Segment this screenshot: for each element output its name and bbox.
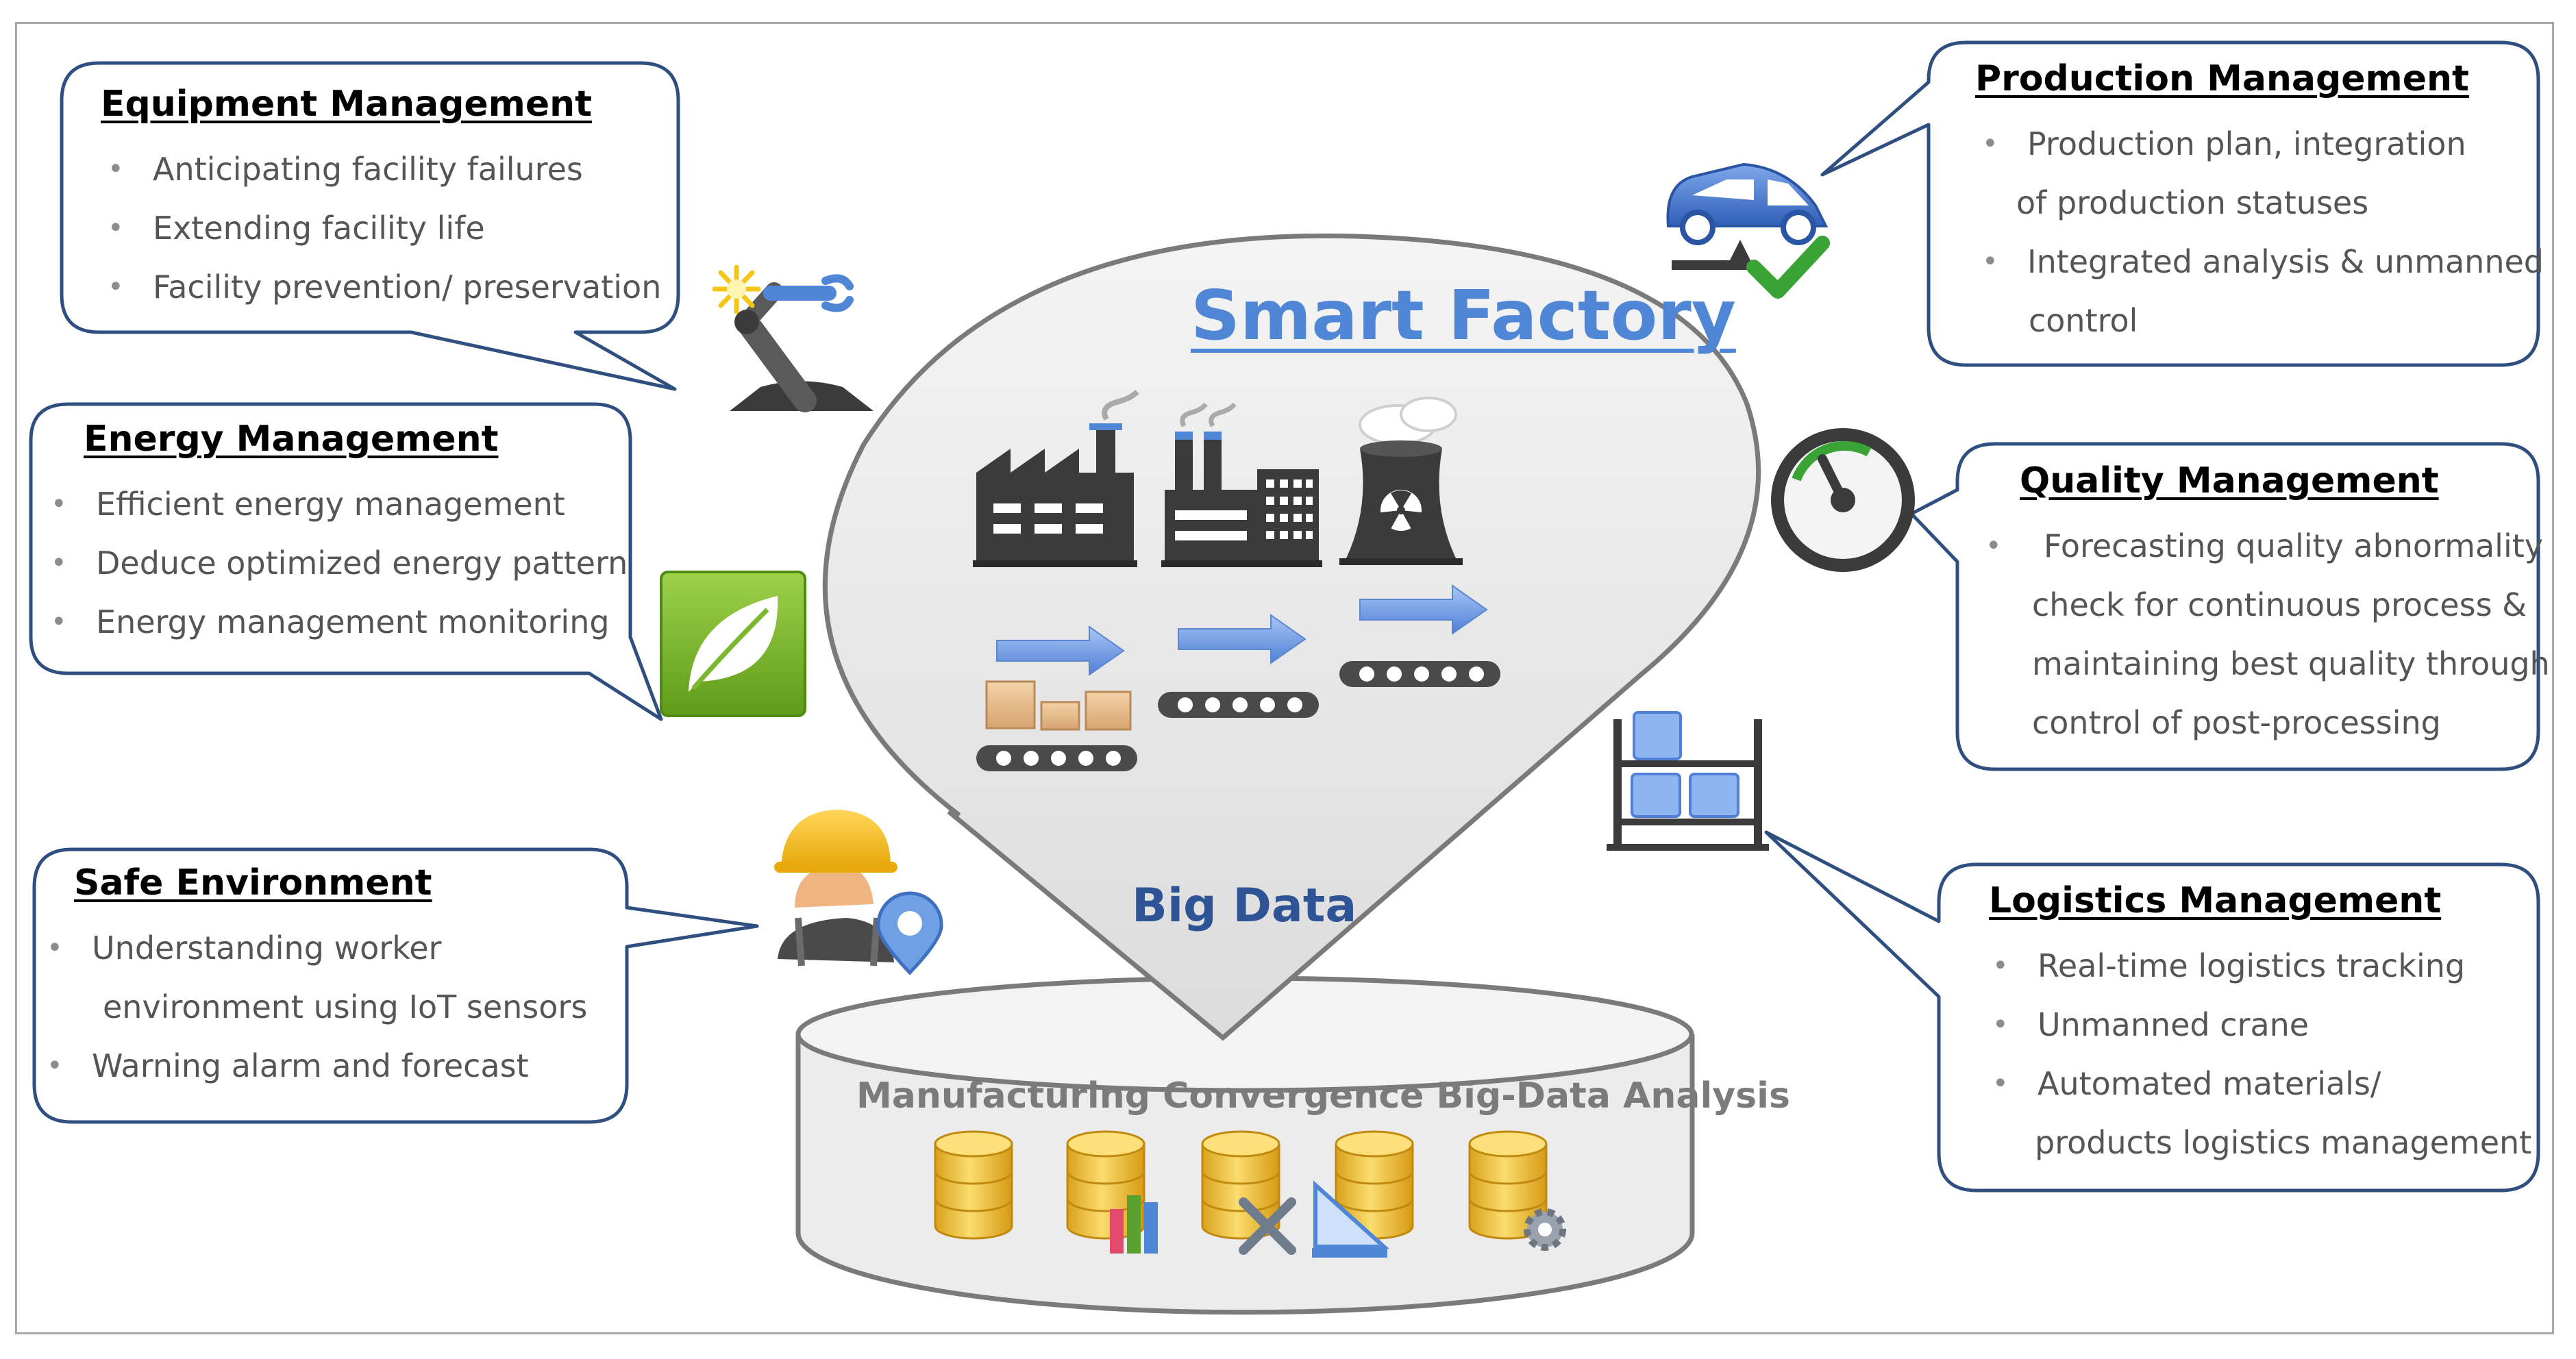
smart-factory-title: Smart Factory bbox=[1191, 275, 1736, 356]
car-check-icon bbox=[1666, 162, 1830, 299]
equipment-item: Extending facility life bbox=[101, 199, 661, 258]
database-tools-icon bbox=[1201, 1130, 1296, 1255]
quality-item-continued: maintaining best quality through bbox=[2032, 645, 2550, 682]
safe-item: Understanding worker bbox=[40, 919, 587, 977]
location-pin-icon bbox=[876, 891, 943, 975]
quality-callout: Quality Management Forecasting quality a… bbox=[1985, 460, 2550, 752]
logistics-item: Automated materials/ bbox=[1985, 1054, 2531, 1113]
robot-arm-icon bbox=[712, 264, 874, 412]
safe-item: Warning alarm and forecast bbox=[40, 1036, 587, 1095]
factory-icon bbox=[973, 390, 1139, 567]
logistics-title: Logistics Management bbox=[1989, 880, 2442, 921]
big-data-label: Big Data bbox=[1132, 879, 1357, 933]
logistics-item-continued: products logistics management bbox=[2035, 1124, 2532, 1161]
gauge-icon bbox=[1771, 428, 1915, 572]
database-icon bbox=[934, 1130, 1013, 1240]
energy-title: Energy Management bbox=[84, 419, 499, 460]
database-chart-icon bbox=[1066, 1130, 1158, 1254]
production-item: Production plan, integration bbox=[1975, 114, 2544, 173]
safe-callout: Safe Environment Understanding worker en… bbox=[47, 862, 587, 1095]
plant-building-icon bbox=[1161, 402, 1322, 567]
quality-item-continued: check for continuous process & bbox=[2032, 586, 2527, 623]
leaf-icon bbox=[660, 571, 806, 717]
diagram-frame bbox=[15, 22, 2554, 1334]
conveyor-arrows bbox=[996, 584, 1488, 676]
equipment-callout: Equipment Management Anticipating facili… bbox=[101, 84, 661, 316]
quality-title: Quality Management bbox=[2020, 460, 2439, 501]
safe-item-continued: environment using IoT sensors bbox=[103, 988, 588, 1025]
logistics-callout: Logistics Management Real-time logistics… bbox=[1989, 880, 2531, 1172]
equipment-title: Equipment Management bbox=[101, 84, 593, 125]
safe-title: Safe Environment bbox=[74, 862, 432, 903]
equipment-item: Facility prevention/ preservation bbox=[101, 258, 661, 316]
logistics-item: Unmanned crane bbox=[1985, 995, 2531, 1054]
warehouse-rack-icon bbox=[1607, 711, 1769, 851]
quality-item-continued: control of post-processing bbox=[2032, 704, 2441, 741]
worker-icon bbox=[774, 810, 897, 967]
production-item: Integrated analysis & unmanned bbox=[1975, 232, 2544, 291]
quality-item: Forecasting quality abnormality bbox=[1979, 516, 2550, 575]
crates bbox=[985, 680, 1132, 731]
production-item-continued: of production statuses bbox=[2016, 184, 2369, 221]
nuclear-plant-icon bbox=[1339, 397, 1463, 565]
energy-item: Efficient energy management bbox=[44, 475, 628, 534]
energy-item: Deduce optimized energy pattern bbox=[44, 534, 628, 593]
logistics-item: Real-time logistics tracking bbox=[1985, 936, 2531, 995]
production-item-continued: control bbox=[2029, 302, 2138, 339]
conveyor-icon bbox=[976, 661, 1500, 771]
database-label: Manufacturing Convergence Big-Data Analy… bbox=[856, 1075, 1790, 1117]
energy-item: Energy management monitoring bbox=[44, 593, 628, 651]
database-gear-icon bbox=[1468, 1130, 1566, 1251]
production-callout: Production Management Production plan, i… bbox=[1975, 58, 2544, 350]
database-ruler-icon bbox=[1312, 1130, 1414, 1258]
energy-callout: Energy Management Efficient energy manag… bbox=[51, 419, 628, 651]
equipment-item: Anticipating facility failures bbox=[101, 140, 661, 199]
production-title: Production Management bbox=[1975, 58, 2469, 99]
